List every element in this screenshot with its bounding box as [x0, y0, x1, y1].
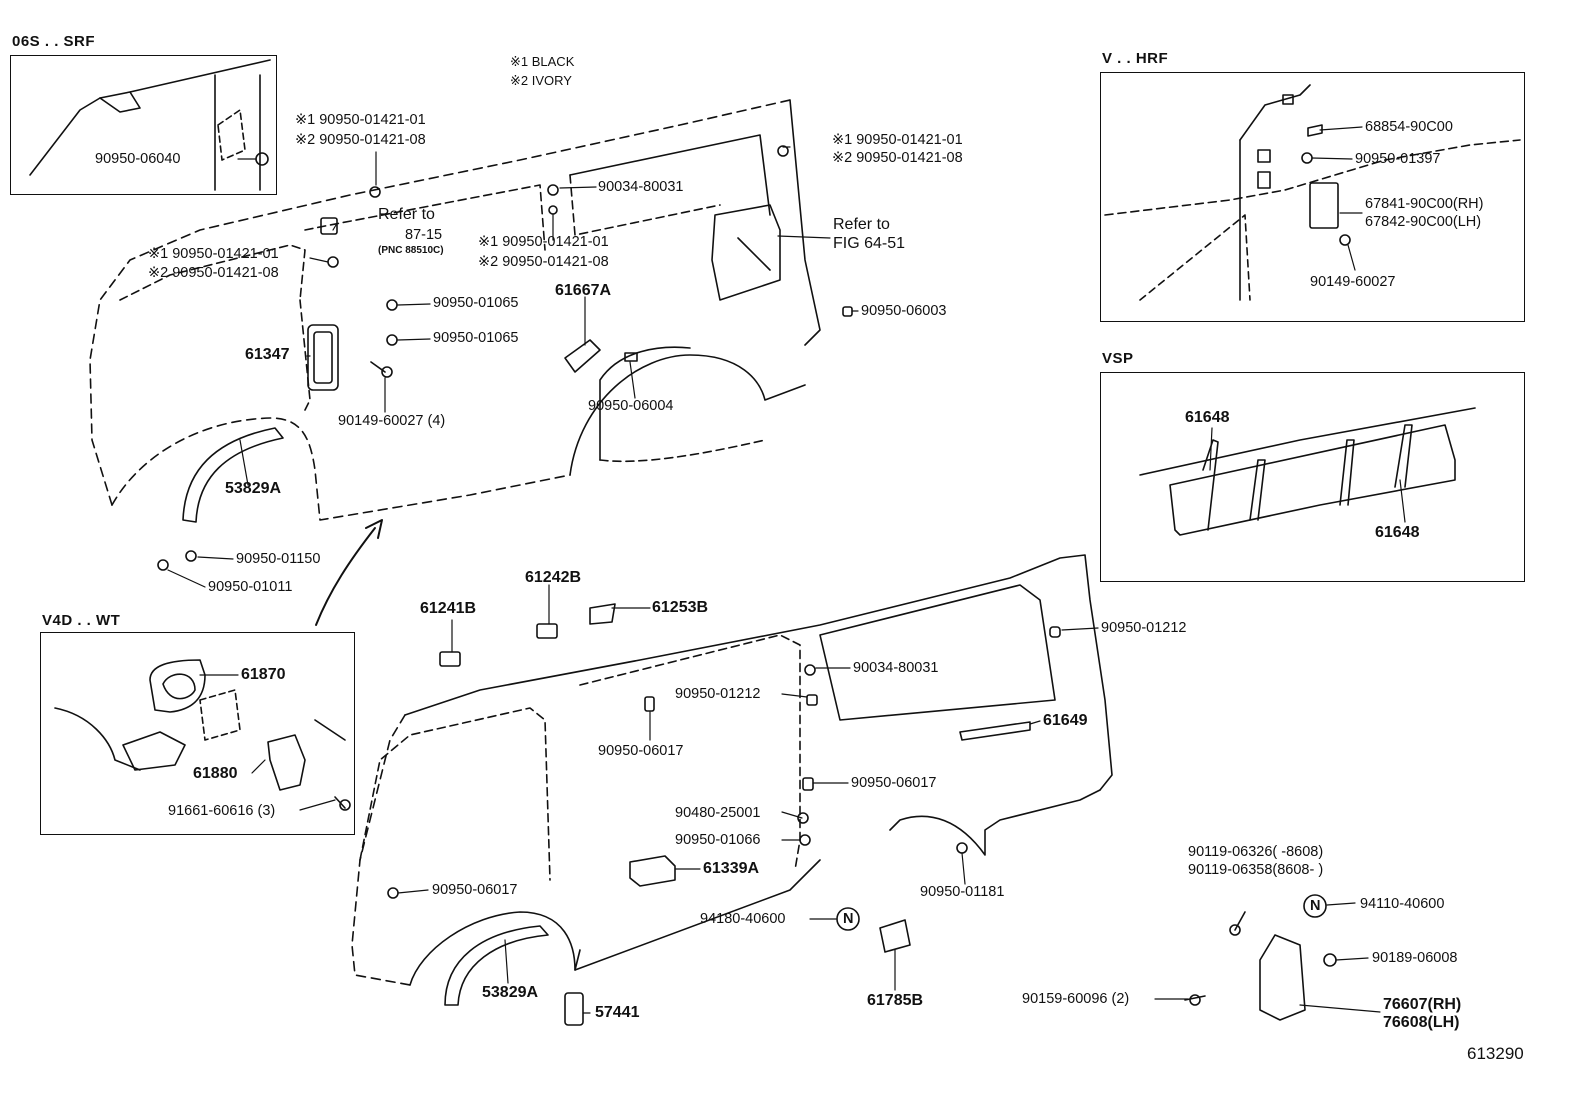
part-label: ※1 90950-01421-01 [832, 132, 963, 148]
part-label: 53829A [225, 480, 282, 497]
part-label: 61667A [555, 282, 612, 299]
upper-body-panel [89, 99, 853, 571]
part-label: 90950-01011 [208, 579, 293, 595]
part-label: 90950-01066 [675, 832, 761, 848]
part-label: 90950-01212 [1101, 620, 1187, 636]
part-label: 76607(RH) [1383, 996, 1462, 1013]
inset-hrf-title: V . . HRF [1102, 50, 1169, 67]
part-label: 94110-40600 [1360, 896, 1445, 912]
part-label: Refer to [378, 206, 435, 223]
part-label: 90119-06326( -8608) [1188, 844, 1324, 860]
part-label: 61241B [420, 600, 477, 617]
inset-vsp-box [1100, 372, 1525, 582]
legend-item-black: ※1 BLACK [510, 54, 575, 69]
part-label: 90149-60027 (4) [338, 413, 446, 429]
part-label: 90034-80031 [598, 179, 684, 195]
part-label: 87-15 [405, 227, 443, 243]
part-label: 61870 [241, 666, 286, 683]
part-label: 61648 [1375, 524, 1420, 541]
part-label: 53829A [482, 984, 539, 1001]
inset-srf-box [10, 55, 277, 195]
part-label: ※1 90950-01421-01 [148, 246, 279, 262]
part-label: 61880 [193, 765, 238, 782]
part-label: 90149-60027 [1310, 274, 1396, 290]
part-label: 57441 [595, 1004, 640, 1021]
srf-inset-drawing [29, 59, 271, 191]
part-label: 91661-60616 (3) [168, 803, 276, 819]
part-label: 90950-06017 [851, 775, 937, 791]
part-label: 90480-25001 [675, 805, 761, 821]
part-label: 90950-01181 [920, 884, 1005, 900]
inset-hrf-box [1100, 72, 1525, 322]
part-label: 76608(LH) [1383, 1014, 1460, 1031]
part-label: ※1 90950-01421-01 [295, 112, 426, 128]
part-label: 90950-01397 [1355, 151, 1441, 167]
legend-item-ivory: ※2 IVORY [510, 73, 572, 88]
part-label: 90119-06358(8608- ) [1188, 862, 1324, 878]
hrf-inset-drawing [1104, 84, 1521, 301]
part-label: 90950-01150 [236, 551, 321, 567]
part-label: 61339A [703, 860, 760, 877]
part-label: ※2 90950-01421-08 [832, 150, 963, 166]
part-label: 61253B [652, 599, 709, 616]
part-label: 90950-06040 [95, 151, 181, 167]
part-label: 94180-40600 [700, 911, 786, 927]
part-label: 90159-60096 (2) [1022, 991, 1130, 1007]
part-label: 90950-01065 [433, 295, 519, 311]
inset-srf-title: 06S . . SRF [12, 33, 96, 50]
part-label: 90189-06008 [1372, 950, 1458, 966]
part-label: 90950-06003 [861, 303, 947, 319]
part-label: 61648 [1185, 409, 1230, 426]
part-label: 90950-06017 [598, 743, 684, 759]
inset-wt-box [40, 632, 355, 835]
figure-number: 613290 [1467, 1044, 1524, 1063]
part-label: 90950-01065 [433, 330, 519, 346]
part-label: 61347 [245, 346, 290, 363]
n-marker-icon: N [843, 911, 854, 927]
part-label: ※2 90950-01421-08 [295, 132, 426, 148]
part-label: 68854-90C00 [1365, 119, 1453, 135]
inset-wt-title: V4D . . WT [42, 612, 121, 629]
part-label: ※2 90950-01421-08 [478, 254, 609, 270]
part-label: ※2 90950-01421-08 [148, 265, 279, 281]
part-label: Refer to [833, 216, 890, 233]
part-label: 90034-80031 [853, 660, 939, 676]
part-label: 61785B [867, 992, 924, 1009]
part-label: 67841-90C00(RH) [1365, 196, 1484, 212]
part-label: 90950-01212 [675, 686, 761, 702]
part-label: 67842-90C00(LH) [1365, 214, 1482, 230]
part-label: (PNC 88510C) [378, 245, 444, 256]
leader-lines [167, 126, 1406, 1014]
inset-vsp-title: VSP [1102, 350, 1134, 367]
part-label: FIG 64-51 [833, 235, 906, 252]
part-label: 61242B [525, 569, 582, 586]
part-label: 90950-06004 [588, 398, 674, 414]
lower-body-panel [351, 554, 1337, 1026]
n-marker-icon: N [1310, 898, 1321, 914]
vsp-inset-drawing [1139, 407, 1476, 536]
part-label: 61649 [1043, 712, 1088, 729]
part-label: ※1 90950-01421-01 [478, 234, 609, 250]
part-label: 90950-06017 [432, 882, 518, 898]
wt-inset-drawing [54, 659, 351, 811]
